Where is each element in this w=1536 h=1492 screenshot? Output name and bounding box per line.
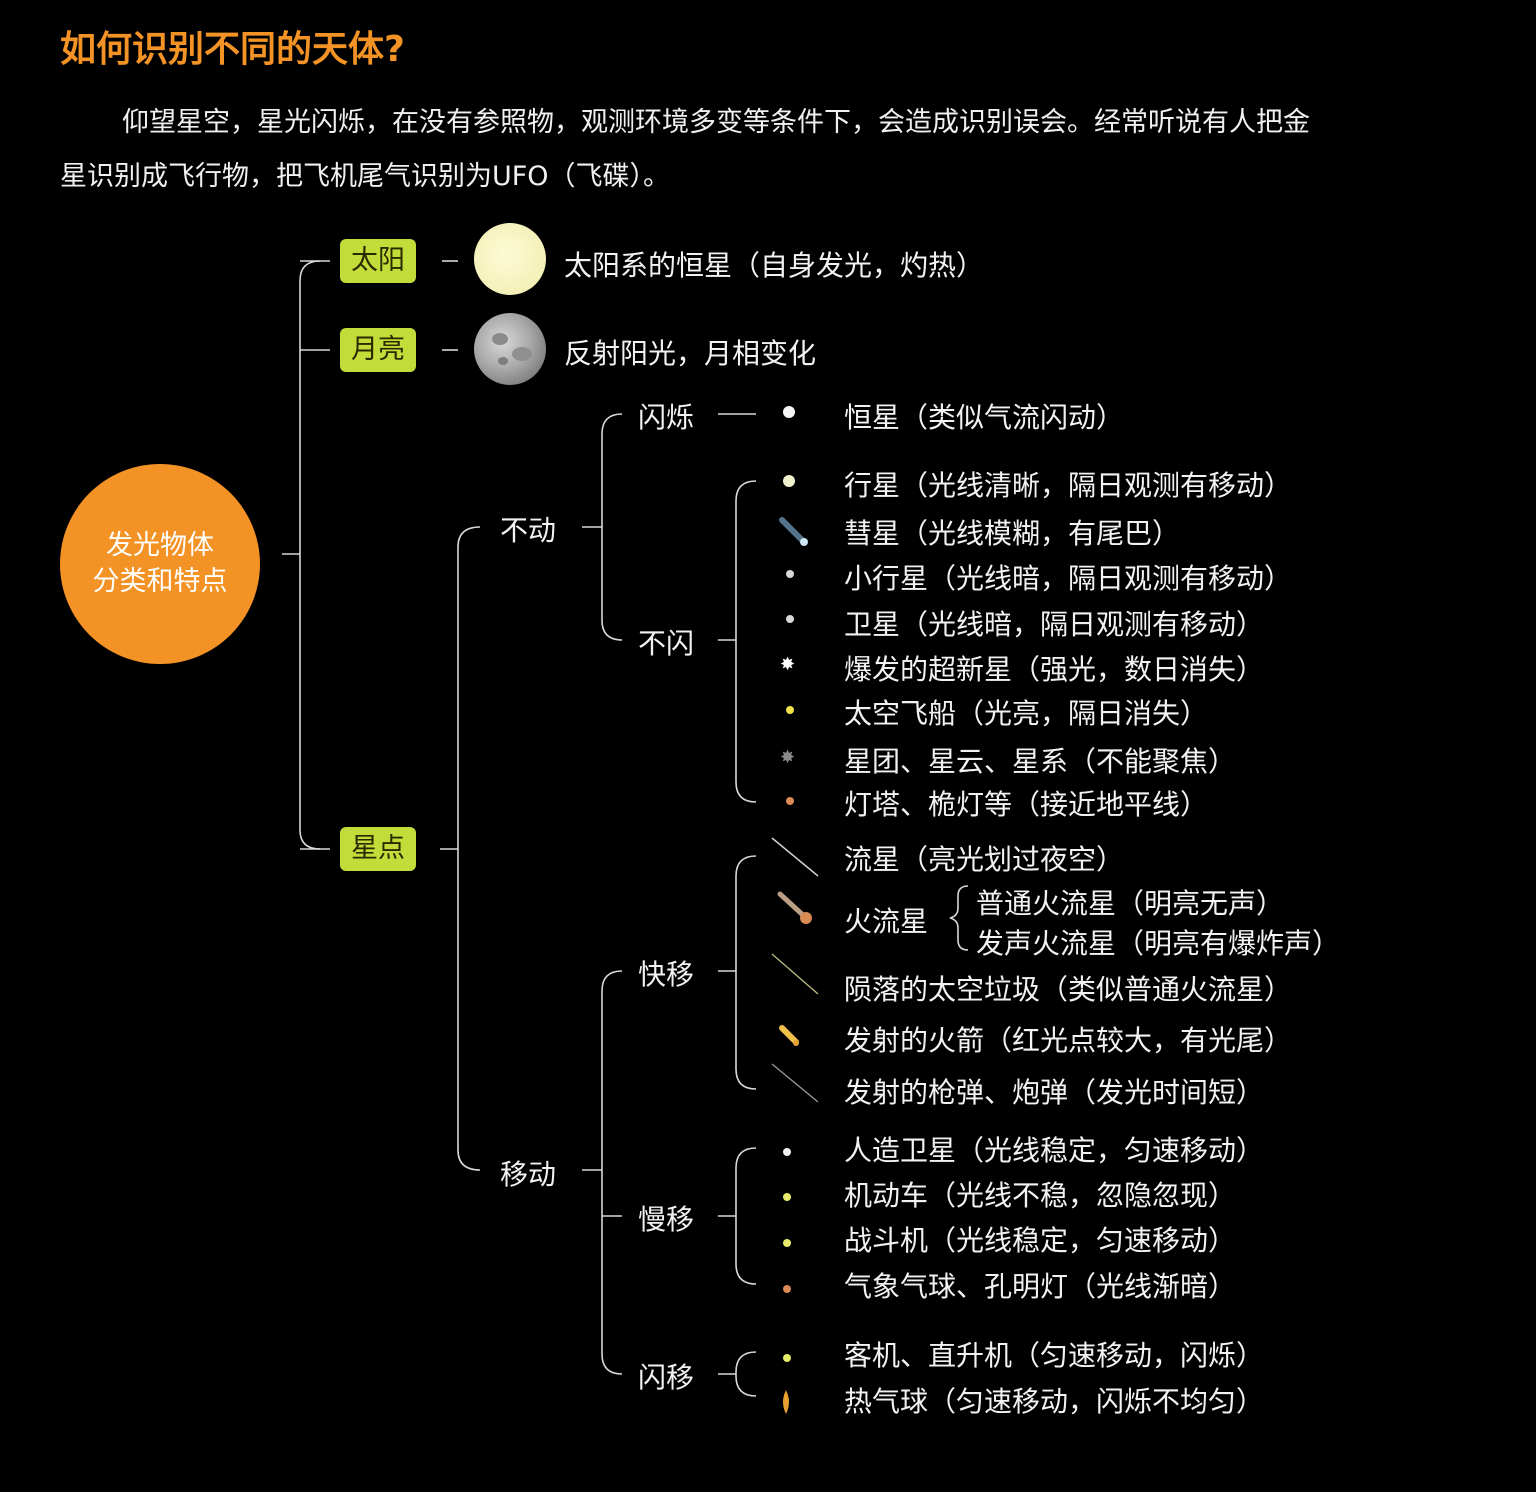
leaf-artificial-satellite: 人造卫星（光线稳定，匀速移动） bbox=[844, 1134, 1265, 1167]
balloon-lantern-dot-icon bbox=[783, 1285, 791, 1293]
leaf-rocket: 发射的火箭（红光点较大，有光尾） bbox=[844, 1024, 1293, 1057]
leaf-weather-balloon-lantern: 气象气球、孔明灯（光线渐暗） bbox=[844, 1270, 1237, 1303]
nebula-burst-icon: ✸ bbox=[780, 747, 796, 768]
category-tag-moon: 月亮 bbox=[340, 328, 416, 372]
root-label-line-2: 分类和特点 bbox=[92, 566, 228, 597]
planet-dot-icon bbox=[783, 475, 795, 487]
intro-text-line-1: 仰望星空，星光闪烁，在没有参照物，观测环境多变等条件下，会造成识别误会。经常听说… bbox=[122, 107, 1310, 138]
meteor-streak-icon bbox=[771, 837, 819, 877]
asteroid-dot-icon bbox=[786, 570, 794, 578]
leaf-fixed-star: 恒星（类似气流闪动） bbox=[844, 401, 1125, 434]
fireball-icon bbox=[777, 891, 812, 924]
leaf-meteor: 流星（亮光划过夜空） bbox=[844, 843, 1125, 876]
rocket-icon bbox=[779, 1025, 799, 1046]
leaf-space-debris: 陨落的太空垃圾（类似普通火流星） bbox=[844, 973, 1293, 1006]
category-tag-starpoint: 星点 bbox=[340, 827, 416, 871]
moon-description: 反射阳光，月相变化 bbox=[564, 337, 817, 370]
vehicle-dot-icon bbox=[783, 1193, 791, 1201]
branch-flash-move: 闪移 bbox=[638, 1361, 695, 1394]
leaf-lighthouse: 灯塔、桅灯等（接近地平线） bbox=[844, 788, 1209, 821]
intro-text-line-2: 星识别成飞行物，把飞机尾气识别为UFO（飞碟）。 bbox=[60, 161, 671, 192]
leaf-planet: 行星（光线清晰，隔日观测有移动） bbox=[844, 469, 1293, 502]
leaf-supernova: 爆发的超新星（强光，数日消失） bbox=[844, 653, 1265, 686]
sun-icon bbox=[474, 223, 546, 295]
fixed-star-dot-icon bbox=[783, 406, 795, 418]
branch-static: 不动 bbox=[500, 514, 557, 547]
root-label-line-1: 发光物体 bbox=[106, 530, 214, 561]
leaf-bullet: 发射的枪弹、炮弹（发光时间短） bbox=[844, 1076, 1265, 1109]
leaf-fireball: 火流星 bbox=[844, 905, 929, 938]
debris-streak-icon bbox=[771, 953, 819, 995]
leaf-fireball-silent: 普通火流星（明亮无声） bbox=[976, 887, 1285, 920]
hot-air-balloon-flame-icon bbox=[783, 1390, 789, 1414]
leaf-spaceship: 太空飞船（光亮，隔日消失） bbox=[844, 697, 1209, 730]
leaf-asteroid: 小行星（光线暗，隔日观测有移动） bbox=[844, 562, 1293, 595]
category-tag-sun: 太阳 bbox=[340, 239, 416, 283]
satellite-moon-dot-icon bbox=[786, 615, 794, 623]
fighter-jet-dot-icon bbox=[783, 1239, 791, 1247]
leaf-fighter-jet: 战斗机（光线稳定，匀速移动） bbox=[844, 1224, 1237, 1257]
leaf-cluster-nebula-galaxy: 星团、星云、星系（不能聚焦） bbox=[844, 745, 1237, 778]
lighthouse-dot-icon bbox=[786, 797, 794, 805]
leaf-airliner-helicopter: 客机、直升机（匀速移动，闪烁） bbox=[844, 1339, 1265, 1372]
sun-description: 太阳系的恒星（自身发光，灼热） bbox=[564, 249, 985, 282]
page-title: 如何识别不同的天体? bbox=[60, 29, 405, 70]
branch-moving: 移动 bbox=[500, 1158, 557, 1191]
spaceship-dot-icon bbox=[786, 706, 794, 714]
branch-no-twinkle: 不闪 bbox=[638, 627, 695, 660]
branch-twinkle: 闪烁 bbox=[638, 401, 695, 434]
branch-fast: 快移 bbox=[638, 958, 695, 991]
leaf-satellite: 卫星（光线暗，隔日观测有移动） bbox=[844, 608, 1265, 641]
root-node: 发光物体 分类和特点 bbox=[60, 464, 260, 664]
supernova-burst-icon: ✸ bbox=[780, 654, 796, 675]
artificial-satellite-dot-icon bbox=[783, 1148, 791, 1156]
leaf-hot-air-balloon: 热气球（匀速移动，闪烁不均匀） bbox=[844, 1385, 1265, 1418]
leaf-comet: 彗星（光线模糊，有尾巴） bbox=[844, 517, 1181, 550]
airliner-dot-icon bbox=[783, 1354, 791, 1362]
comet-icon bbox=[779, 517, 808, 546]
branch-slow: 慢移 bbox=[638, 1203, 695, 1236]
leaf-fireball-sonic: 发声火流星（明亮有爆炸声） bbox=[976, 927, 1341, 960]
leaf-vehicle: 机动车（光线不稳，忽隐忽现） bbox=[844, 1179, 1237, 1212]
bullet-streak-icon bbox=[771, 1063, 819, 1103]
moon-icon bbox=[474, 313, 546, 385]
